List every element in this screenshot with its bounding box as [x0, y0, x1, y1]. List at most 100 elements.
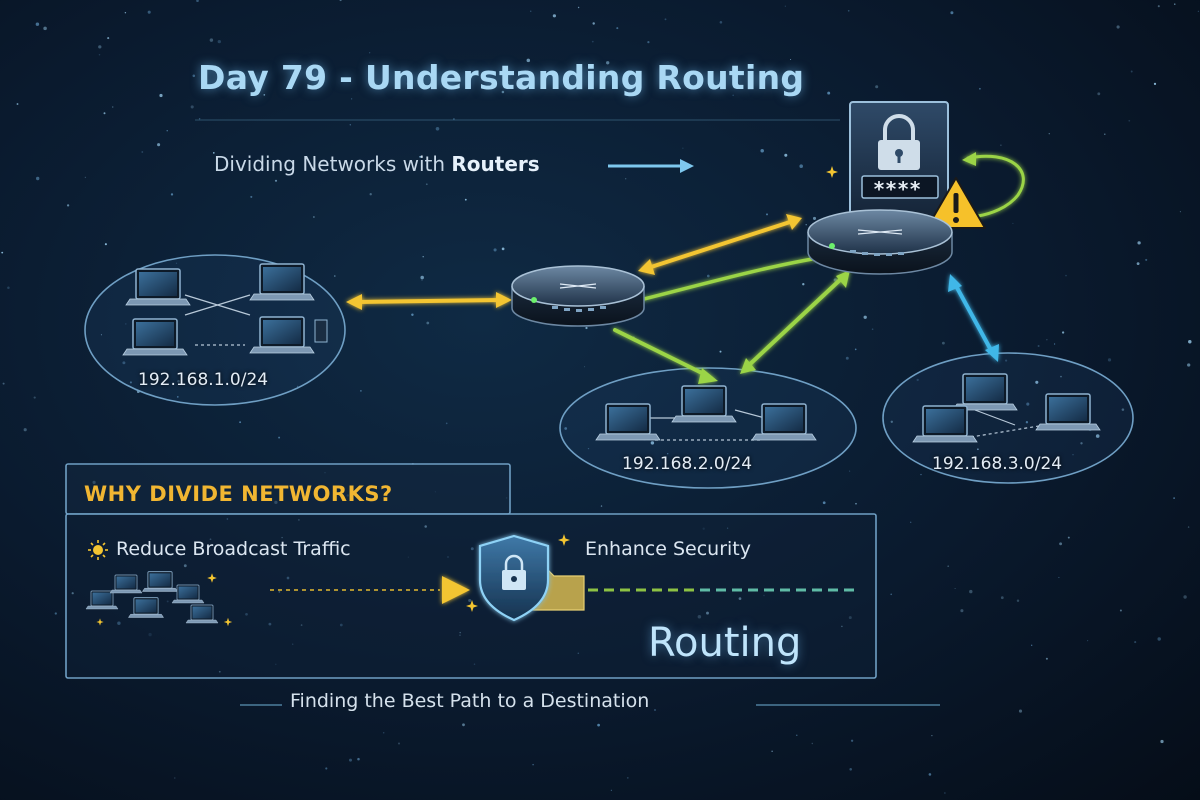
star-dot: [141, 151, 144, 153]
star-dot: [848, 616, 852, 620]
star-dot: [928, 773, 932, 776]
star-dot: [1187, 526, 1190, 528]
star-dot: [1134, 641, 1137, 644]
star-dot: [664, 18, 667, 21]
star-dot: [129, 381, 132, 384]
network-3-label: 192.168.3.0/24: [932, 454, 1063, 474]
star-dot: [464, 198, 467, 201]
subtitle-emphasis: Routers: [451, 152, 540, 176]
star-dot: [435, 127, 440, 131]
star-dot: [350, 98, 353, 100]
star-dot: [459, 634, 461, 637]
star-dot: [239, 421, 242, 424]
star-dot: [760, 148, 764, 153]
sparkle-icon: [826, 166, 838, 178]
star-dot: [275, 663, 277, 666]
star-dot: [1061, 331, 1065, 334]
star-dot: [1016, 599, 1020, 603]
loop-arrow-icon: [962, 152, 1025, 218]
star-dot: [1080, 442, 1083, 445]
network-2-boundary: [559, 367, 857, 489]
star-dot: [406, 82, 410, 86]
star-dot: [198, 118, 201, 120]
star-dot: [950, 11, 954, 15]
star-dot: [850, 739, 854, 742]
laptop-icon: [751, 403, 817, 441]
star-dot: [501, 90, 505, 94]
routing-definition: Finding the Best Path to a Destination: [290, 690, 650, 712]
arrow-router1-net2: [613, 328, 718, 384]
star-dot: [2, 382, 5, 385]
subtitle-prefix: Dividing Networks with: [214, 152, 452, 176]
star-dot: [33, 396, 36, 399]
star-dot: [7, 286, 10, 290]
star-dot: [849, 470, 851, 472]
star-dot: [1121, 408, 1125, 411]
star-dot: [890, 420, 893, 423]
star-dot: [855, 502, 857, 505]
star-dot: [910, 521, 912, 523]
star-dot: [626, 463, 629, 465]
star-dot: [610, 789, 612, 791]
star-dot: [325, 767, 328, 770]
star-dot: [455, 71, 458, 74]
lock-icon: [878, 114, 920, 170]
star-dot: [1087, 640, 1089, 642]
star-dot: [812, 216, 817, 220]
network-2-devices: [595, 385, 817, 441]
star-dot: [196, 0, 199, 3]
star-dot: [84, 176, 87, 179]
laptop-icon: [249, 263, 315, 301]
star-dot: [424, 525, 427, 528]
star-dot: [43, 26, 47, 31]
star-dot: [526, 58, 531, 63]
star-dot: [422, 255, 424, 258]
star-dot: [625, 178, 627, 180]
star-dot: [1059, 542, 1063, 546]
star-dot: [650, 441, 655, 445]
star-dot: [979, 87, 981, 90]
star-dot: [530, 10, 532, 12]
star-dot: [66, 204, 70, 207]
star-dot: [947, 565, 950, 568]
sun-icon: [88, 540, 108, 560]
star-dot: [941, 341, 945, 345]
star-dot: [841, 625, 843, 628]
star-dot: [209, 38, 214, 42]
broadcast-arrow: [270, 576, 470, 604]
laptop-icon: [249, 316, 315, 354]
star-dot: [1072, 454, 1074, 456]
star-dot: [1188, 339, 1192, 344]
arrow-router2-net3: [948, 274, 999, 362]
star-dot: [1183, 595, 1187, 599]
star-dot: [421, 279, 423, 281]
star-dot: [166, 600, 169, 603]
star-dot: [124, 11, 127, 14]
star-dot: [920, 473, 922, 476]
laptop-icon: [125, 268, 191, 306]
star-dot: [706, 611, 709, 615]
network-1-devices: [122, 263, 328, 356]
star-dot: [159, 93, 163, 98]
star-dot: [1116, 25, 1120, 29]
star-dot: [398, 742, 400, 745]
star-dot: [717, 83, 719, 86]
star-dot: [35, 22, 40, 26]
star-dot: [552, 14, 557, 18]
subtitle-arrow-icon: [608, 159, 694, 173]
star-dot: [564, 427, 568, 430]
star-dot: [122, 361, 126, 365]
routing-heading: Routing: [648, 620, 802, 666]
star-dot: [419, 155, 422, 158]
star-dot: [1060, 375, 1062, 378]
laptop-icon: [952, 373, 1018, 411]
star-dot: [209, 538, 212, 541]
star-dot: [1031, 644, 1033, 646]
star-dot: [1054, 343, 1056, 345]
star-dot: [1045, 657, 1048, 660]
star-dot: [281, 536, 283, 539]
star-dot: [960, 609, 964, 613]
star-dot: [799, 164, 803, 168]
star-dot: [218, 670, 221, 673]
